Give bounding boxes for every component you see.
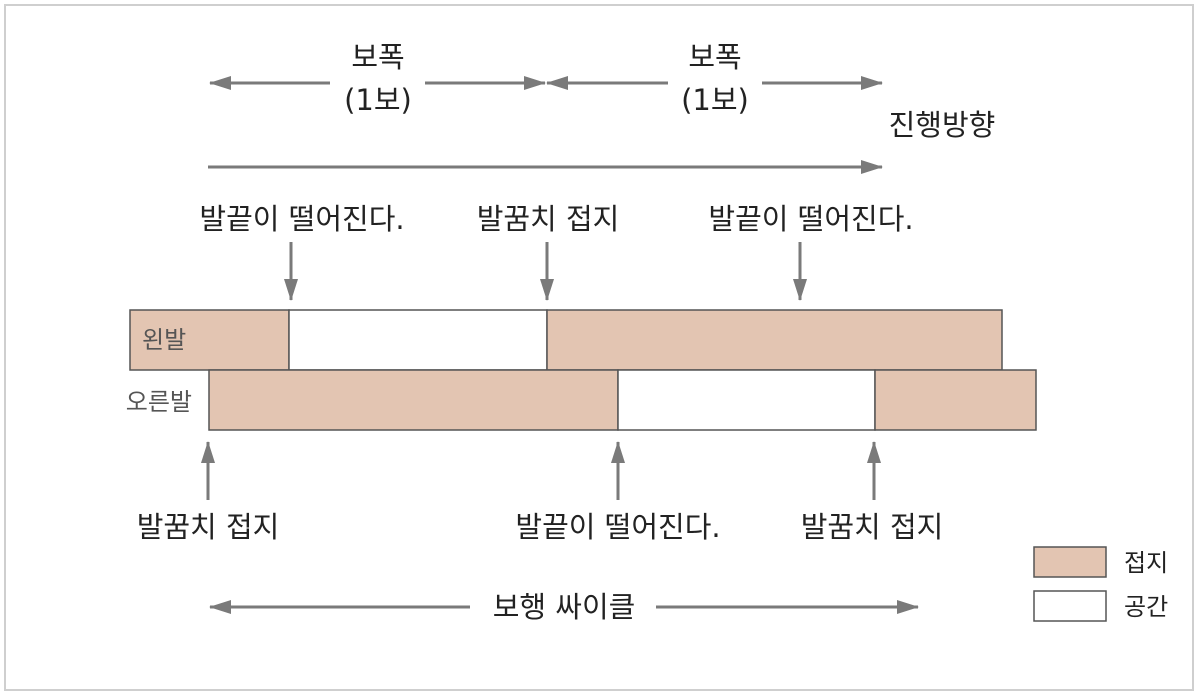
top-event-toe-off-2: 발끝이 떨어진다. [708,202,913,236]
right-foot-space [617,369,876,431]
right-foot-contact-1 [208,369,619,431]
cycle-label: 보행 싸이클 [493,590,636,624]
right-foot-contact-2 [874,369,1037,431]
bottom-event-heel-strike-2: 발꿈치 접지 [801,510,944,544]
direction-label: 진행방향 [889,108,996,142]
top-event-heel-strike: 발꿈치 접지 [477,202,620,236]
legend-contact-swatch [1033,546,1107,578]
legend-space-swatch [1033,590,1107,622]
step-left-sub: (1보) [344,83,412,117]
legend-contact-label: 접지 [1124,549,1168,577]
step-right-sub: (1보) [681,83,749,117]
top-event-toe-off-1: 발끝이 떨어진다. [199,202,404,236]
left-foot-contact-2 [546,309,1003,371]
step-right-title: 보폭 [688,40,741,74]
left-foot-space [288,309,548,371]
bottom-event-toe-off: 발끝이 떨어진다. [515,510,720,544]
step-left-title: 보폭 [351,40,404,74]
left-foot-label: 왼발 [142,326,186,354]
legend-space-label: 공간 [1124,593,1168,621]
right-foot-label: 오른발 [126,388,192,416]
bottom-event-heel-strike-1: 발꿈치 접지 [137,510,280,544]
